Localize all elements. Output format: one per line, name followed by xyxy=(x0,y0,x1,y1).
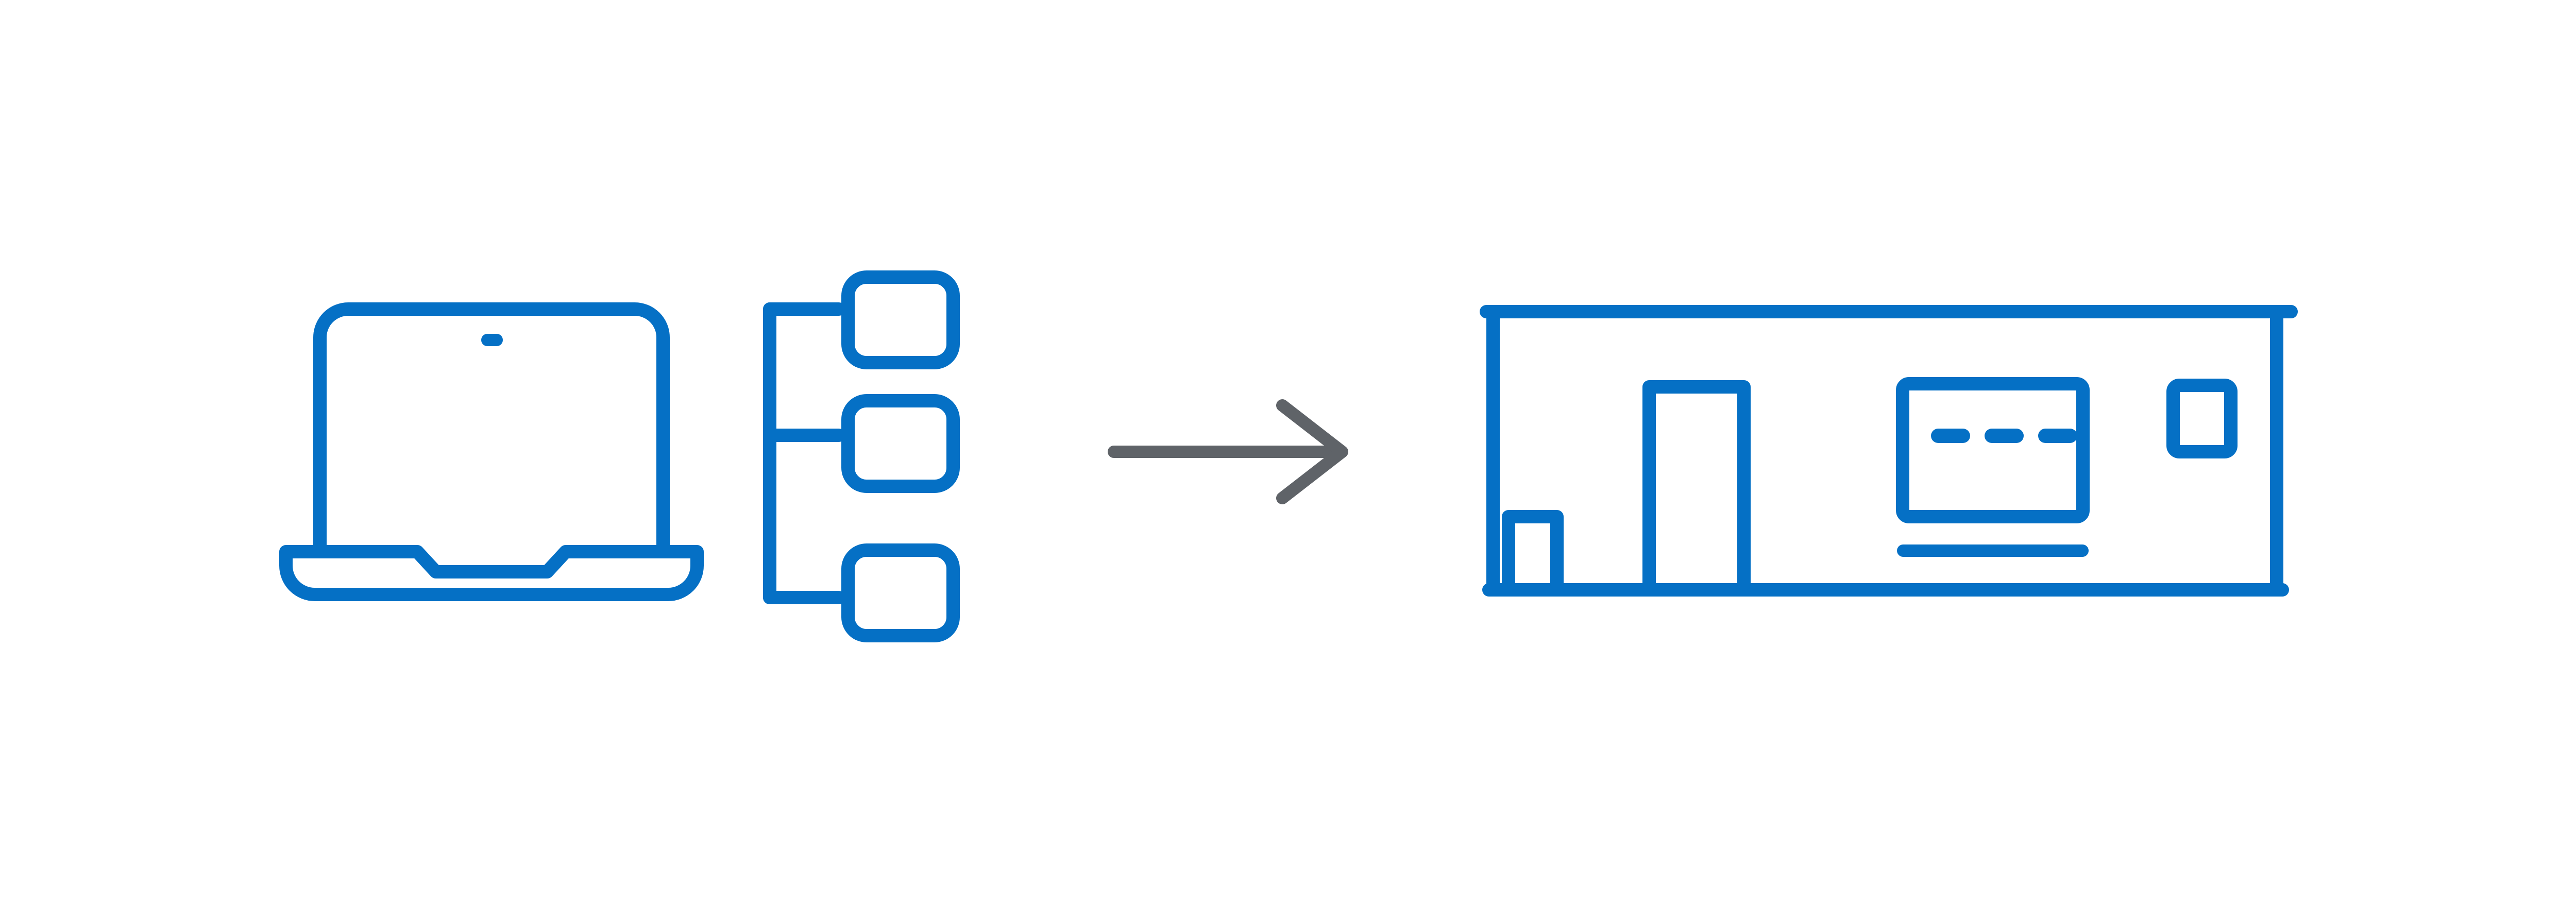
laptop-icon xyxy=(279,302,704,601)
datacenter-building-icon xyxy=(1480,305,2298,597)
tree-node-3 xyxy=(841,543,960,642)
tree-node-2 xyxy=(841,394,960,493)
arrow-head xyxy=(1276,399,1348,504)
laptop-base xyxy=(279,545,704,601)
building-block-tall xyxy=(1642,380,1751,590)
server-dash-1 xyxy=(1931,429,1970,443)
server-dash-2 xyxy=(1985,429,2024,443)
building-side-cabinet xyxy=(2166,379,2238,458)
tree-node-1 xyxy=(841,270,960,369)
server-rack-panel xyxy=(1896,377,2090,523)
laptop-screen-outline xyxy=(313,302,670,553)
arrow-right-icon xyxy=(1108,399,1348,504)
server-dash-3 xyxy=(2038,429,2077,443)
building-block-small xyxy=(1502,510,1564,590)
tree-hierarchy-icon xyxy=(763,270,960,642)
laptop-camera-icon xyxy=(481,334,503,346)
